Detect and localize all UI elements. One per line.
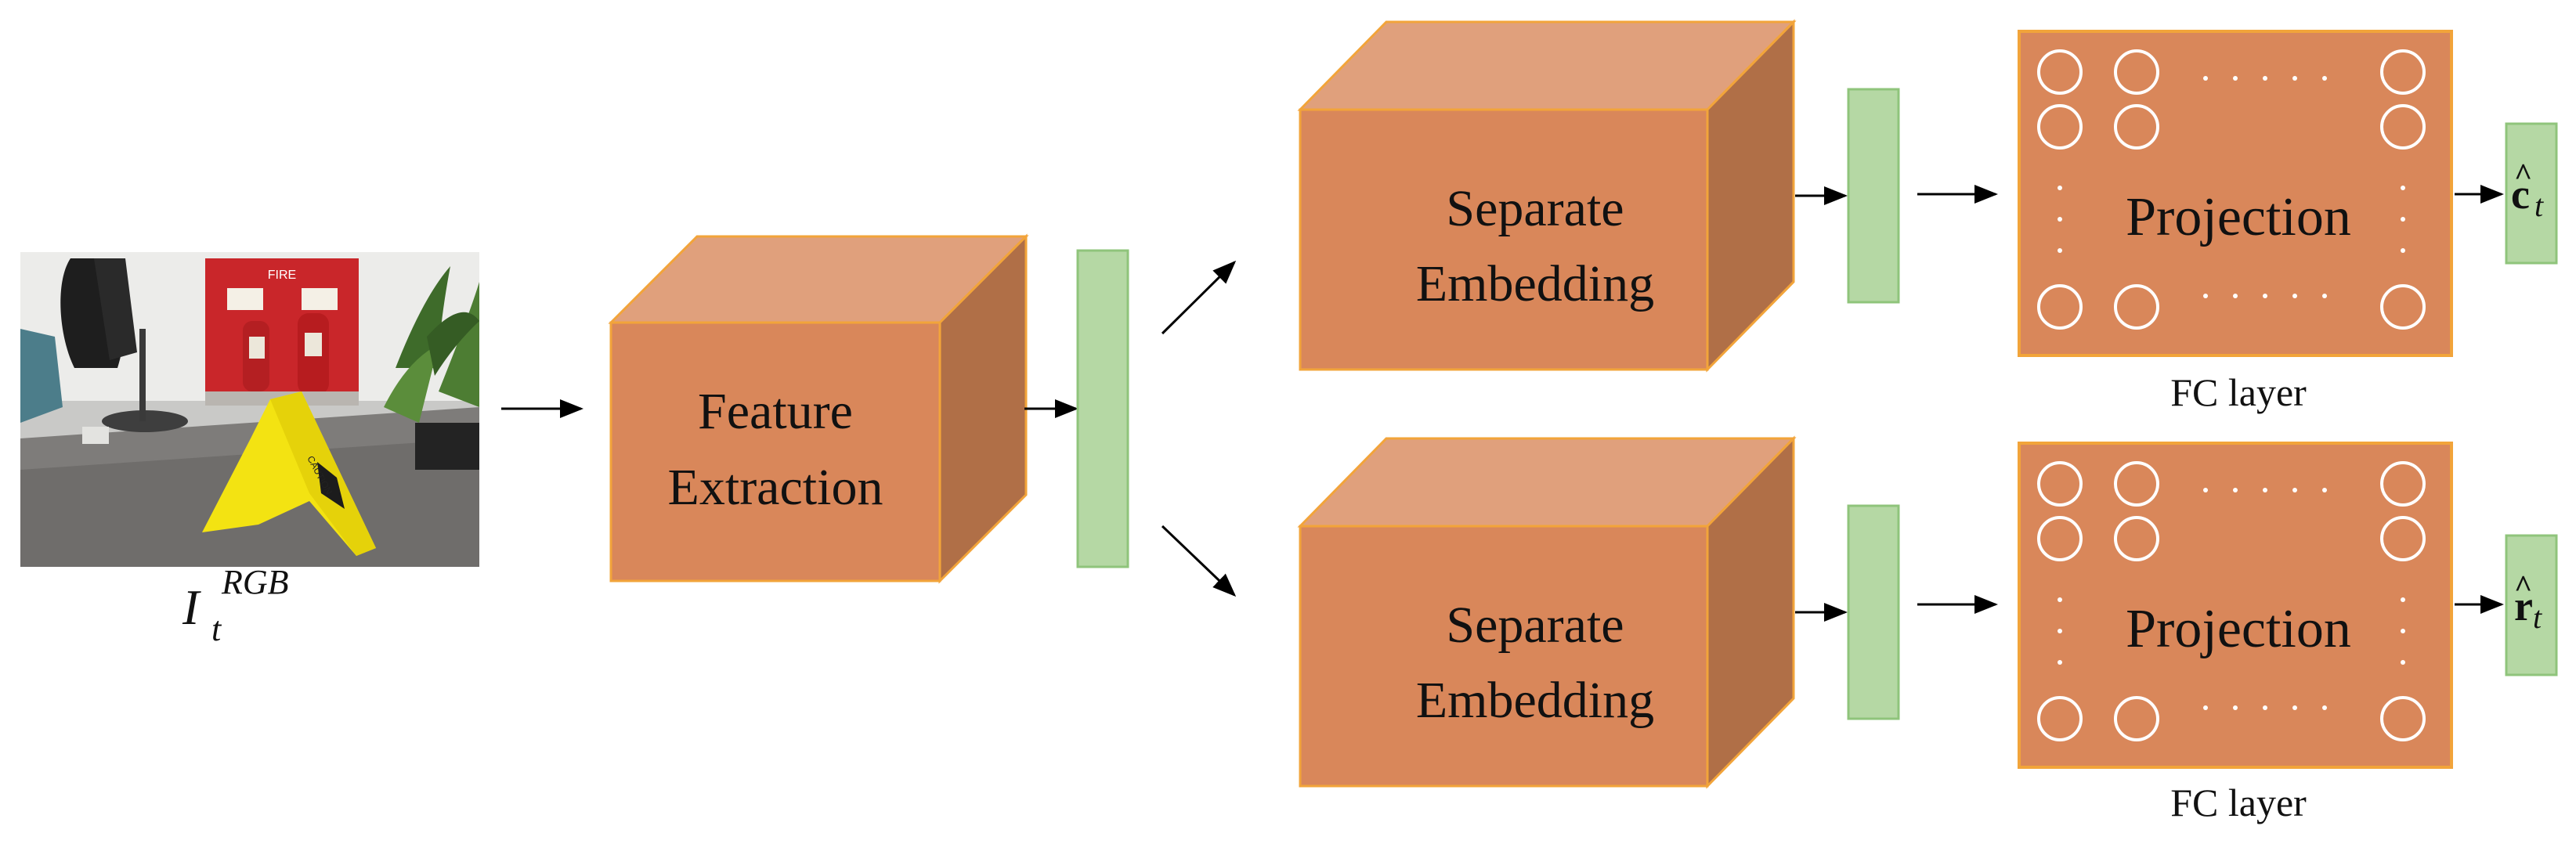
ellipsis-dot	[2292, 76, 2297, 81]
ellipsis-dot	[2401, 186, 2405, 190]
ellipsis-dot	[2292, 705, 2297, 710]
upper-fc-title: Projection	[2126, 187, 2351, 247]
ellipsis-dot	[2058, 660, 2062, 665]
neuron-circle	[2037, 49, 2083, 95]
neuron-circle	[2380, 516, 2426, 561]
ellipsis-dot	[2058, 597, 2062, 602]
input-rgb-image: FIRE CAUTION	[20, 252, 479, 567]
neuron-circle	[2380, 104, 2426, 150]
upper-output-subscript: t	[2534, 188, 2544, 223]
lower-output-subscript: t	[2533, 600, 2542, 635]
upper-embedding-label-line2: Embedding	[1416, 255, 1654, 312]
neuron-circle	[2037, 516, 2083, 561]
neuron-circle	[2380, 461, 2426, 507]
ellipsis-dot	[2292, 294, 2297, 298]
lower-fc-caption: FC layer	[2170, 781, 2307, 824]
caution-sign: CAUTION	[202, 391, 376, 556]
feature-block-label-line2: Extraction	[668, 459, 883, 516]
ellipsis-dot	[2233, 488, 2238, 492]
neuron-circle	[2380, 49, 2426, 95]
ellipsis-dot	[2322, 705, 2327, 710]
ellipsis-dot	[2263, 488, 2267, 492]
ellipsis-dot	[2058, 186, 2062, 190]
ellipsis-dot	[2058, 217, 2062, 222]
ellipsis-dot	[2401, 217, 2405, 222]
neuron-circle	[2114, 516, 2159, 561]
neuron-circle	[2380, 284, 2426, 330]
ellipsis-dot	[2203, 294, 2208, 298]
neuron-circle	[2037, 696, 2083, 741]
feature-block-label-line1: Feature	[698, 383, 853, 440]
ellipsis-dot	[2401, 629, 2405, 633]
upper-output-hat: ^	[2514, 157, 2532, 192]
feature-block-front	[609, 321, 941, 583]
lower-output-letter: r	[2514, 583, 2533, 629]
neuron-circle	[2114, 284, 2159, 330]
lower-fc-title: Projection	[2126, 599, 2351, 659]
upper-separate-embedding-block: Separate Embedding	[1297, 19, 1797, 373]
upper-output-letter: c	[2511, 171, 2530, 218]
ellipsis-dot	[2058, 629, 2062, 633]
ellipsis-dot	[2263, 76, 2267, 81]
potted-plant	[384, 266, 479, 470]
neuron-circle	[2037, 461, 2083, 507]
lower-separate-embedding-block: Separate Embedding	[1297, 435, 1797, 789]
ellipsis-dot	[2292, 488, 2297, 492]
input-symbol: I	[182, 579, 201, 635]
ellipsis-dot	[2401, 248, 2405, 253]
ellipsis-dot	[2322, 488, 2327, 492]
neuron-circle	[2114, 461, 2159, 507]
upper-branch: Separate Embedding Projection FC layer c…	[1297, 19, 2558, 414]
upper-fc-neurons	[2037, 49, 2426, 330]
ellipsis-dot	[2401, 597, 2405, 602]
neuron-circle	[2114, 696, 2159, 741]
neuron-circle	[2037, 104, 2083, 150]
lower-fc-neurons	[2037, 461, 2426, 741]
ellipsis-dot	[2233, 705, 2238, 710]
upper-fc-projection-block: Projection	[2018, 30, 2453, 357]
ellipsis-dot	[2058, 248, 2062, 253]
lower-output-hat: ^	[2514, 568, 2532, 604]
arrow-to-upper-branch	[1161, 260, 1237, 335]
lower-embedding-vector	[1847, 504, 1900, 720]
input-subscript: t	[211, 610, 222, 648]
shared-feature-vector	[1076, 249, 1129, 568]
ellipsis-dot	[2322, 294, 2327, 298]
fire-sign-text: FIRE	[268, 269, 296, 282]
ellipsis-dot	[2203, 705, 2208, 710]
ellipsis-dot	[2203, 488, 2208, 492]
lower-fc-projection-block: Projection	[2018, 442, 2453, 769]
upper-embedding-vector	[1847, 88, 1900, 304]
ellipsis-dot	[2322, 76, 2327, 81]
upper-embedding-label-line1: Separate	[1446, 180, 1624, 237]
ellipsis-dot	[2263, 294, 2267, 298]
ellipsis-dot	[2233, 76, 2238, 81]
upper-output-vector	[2505, 122, 2558, 265]
upper-fc-caption: FC layer	[2170, 370, 2307, 414]
arrow-to-lower-branch	[1161, 525, 1237, 597]
ellipsis-dot	[2203, 76, 2208, 81]
neuron-circle	[2037, 284, 2083, 330]
neuron-circle	[2114, 104, 2159, 150]
neuron-circle	[2380, 696, 2426, 741]
input-label: I RGB t	[182, 563, 289, 648]
ellipsis-dot	[2401, 660, 2405, 665]
lower-embedding-label-line1: Separate	[1446, 597, 1624, 654]
fire-board	[205, 258, 359, 391]
lower-output-vector	[2505, 534, 2558, 676]
lower-embedding-label-line2: Embedding	[1416, 672, 1654, 729]
ellipsis-dot	[2233, 294, 2238, 298]
ellipsis-dot	[2263, 705, 2267, 710]
input-superscript: RGB	[221, 563, 289, 601]
feature-extraction-block: Feature Extraction	[608, 233, 1029, 584]
lower-branch: Separate Embedding Projection FC layer r…	[1297, 435, 2558, 824]
neuron-circle	[2114, 49, 2159, 95]
